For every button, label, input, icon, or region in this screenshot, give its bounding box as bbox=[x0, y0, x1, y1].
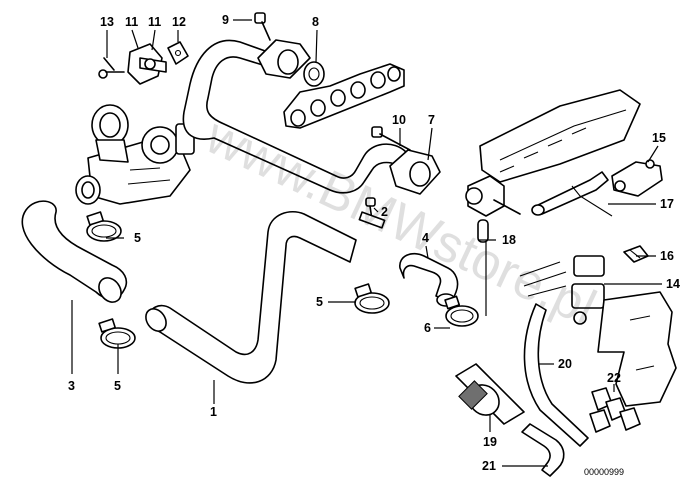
callout-10: 10 bbox=[392, 113, 406, 127]
callout-13: 13 bbox=[100, 15, 114, 29]
clip-set-part-22 bbox=[589, 387, 641, 433]
intake-manifold bbox=[479, 89, 641, 183]
vacuum-hose-part-18 bbox=[477, 219, 489, 243]
solenoid-valve-part-14 bbox=[519, 255, 605, 325]
valve-part-15 bbox=[611, 159, 663, 197]
bolt-part-10 bbox=[371, 126, 411, 151]
callout-5-lower: 5 bbox=[114, 379, 121, 393]
leader-lines bbox=[71, 19, 662, 467]
callout-9: 9 bbox=[222, 13, 229, 27]
hose-part-1 bbox=[145, 210, 357, 384]
mounting-bracket bbox=[597, 291, 677, 407]
gasket-part-8 bbox=[303, 61, 325, 87]
callout-3: 3 bbox=[68, 379, 75, 393]
hose-clamp-part-6 bbox=[444, 295, 479, 327]
callout-4: 4 bbox=[422, 231, 429, 245]
callout-6: 6 bbox=[424, 321, 431, 335]
callout-11b: 11 bbox=[148, 15, 161, 29]
hose-part-17 bbox=[531, 171, 613, 217]
callout-12: 12 bbox=[172, 15, 186, 29]
callout-21: 21 bbox=[482, 459, 496, 473]
bolt-part-2 bbox=[358, 197, 386, 229]
callout-labels: 13 11 11 12 9 8 10 7 15 2 17 5 4 18 3 5 … bbox=[68, 13, 680, 473]
turbocharger-assembly bbox=[75, 104, 195, 205]
callout-2: 2 bbox=[381, 205, 388, 219]
callout-18: 18 bbox=[502, 233, 516, 247]
hose-clamp-middle bbox=[354, 283, 390, 314]
callout-19: 19 bbox=[483, 435, 497, 449]
check-valve-part-19 bbox=[455, 363, 525, 425]
callout-5-middle: 5 bbox=[316, 295, 323, 309]
callout-14: 14 bbox=[666, 277, 680, 291]
callout-17: 17 bbox=[660, 197, 674, 211]
hose-part-3 bbox=[21, 200, 128, 303]
callout-5-upper: 5 bbox=[134, 231, 141, 245]
clip-part-12 bbox=[167, 41, 189, 65]
callout-11a: 11 bbox=[125, 15, 138, 29]
hose-clamp-upper-left bbox=[86, 211, 122, 242]
callout-16: 16 bbox=[660, 249, 674, 263]
callout-8: 8 bbox=[312, 15, 319, 29]
manifold-gasket bbox=[283, 63, 405, 129]
bracket-part-11 bbox=[127, 43, 167, 85]
callout-7: 7 bbox=[428, 113, 435, 127]
clip-part-16 bbox=[623, 245, 649, 263]
bolt-part-13 bbox=[98, 57, 125, 79]
callout-20: 20 bbox=[558, 357, 572, 371]
vacuum-line-part-21 bbox=[521, 423, 565, 477]
bolt-part-9 bbox=[254, 12, 271, 41]
vacuum-line-part-20 bbox=[523, 303, 589, 447]
hose-clamp-lower-left bbox=[98, 318, 136, 349]
callout-1: 1 bbox=[210, 405, 217, 419]
egr-pipe bbox=[182, 39, 441, 195]
callout-22: 22 bbox=[607, 371, 621, 385]
image-code: 00000999 bbox=[584, 467, 624, 477]
callout-15: 15 bbox=[652, 131, 666, 145]
pressure-converter bbox=[465, 175, 521, 217]
